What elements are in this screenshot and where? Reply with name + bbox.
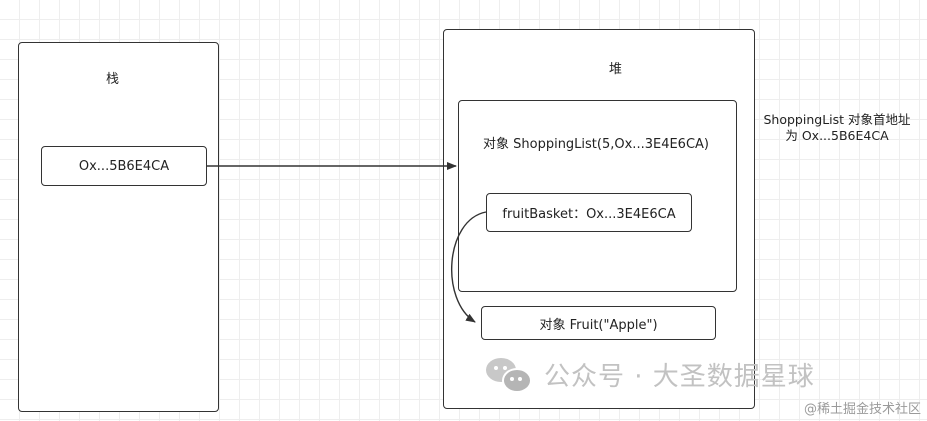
corner-watermark: @稀土掘金技术社区: [803, 402, 921, 417]
fruit-basket-field-label: fruitBasket：Ox...3E4E6CA: [502, 207, 676, 222]
stack-reference-box: Ox...5B6E4CA: [41, 146, 207, 186]
watermark-text: 公众号 · 大圣数据星球: [544, 362, 815, 392]
fruit-object-box: 对象 Fruit("Apple"): [481, 306, 716, 340]
stack-title: 栈: [106, 72, 120, 87]
shopping-list-object-label: 对象 ShoppingList(5,Ox...3E4E6CA): [483, 137, 709, 152]
heap-title: 堆: [609, 62, 623, 77]
fruit-object-label: 对象 Fruit("Apple"): [539, 317, 658, 333]
stack-region: [18, 42, 219, 412]
annotation-line-1: ShoppingList 对象首地址: [763, 112, 911, 127]
fruit-basket-field-box: fruitBasket：Ox...3E4E6CA: [486, 193, 692, 232]
watermark: 公众号 · 大圣数据星球: [486, 356, 815, 393]
wechat-icon: [486, 357, 534, 393]
annotation-line-2: 为 Ox...5B6E4CA: [785, 128, 889, 143]
address-annotation: ShoppingList 对象首地址 为 Ox...5B6E4CA: [752, 112, 922, 144]
stack-reference-label: Ox...5B6E4CA: [78, 158, 170, 174]
